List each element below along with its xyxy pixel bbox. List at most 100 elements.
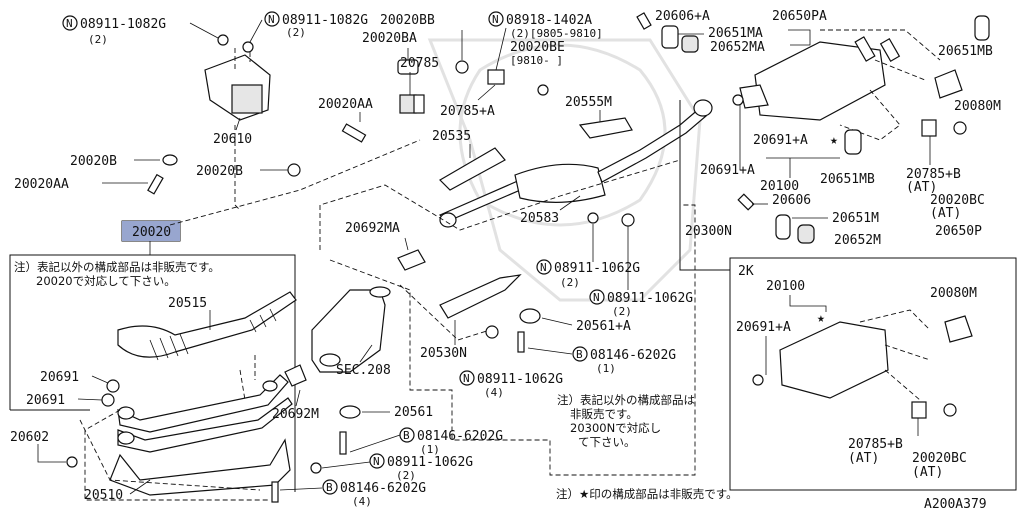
part-label-20515[interactable]: 20515 [168, 296, 207, 311]
part-label-20020bc-at: (AT) [930, 206, 961, 221]
callout-08918-1402a[interactable]: 08918-1402A [506, 13, 592, 28]
callout-08911-1062g-a[interactable]: 08911-1062G [554, 261, 640, 276]
part-label-20691a-mid[interactable]: 20691+A [700, 163, 755, 178]
nut-20020b-2-icon [287, 163, 301, 177]
inset-2k-part-20020bc-at: (AT) [912, 465, 943, 480]
part-label-20652m[interactable]: 20652M [834, 233, 881, 248]
part-label-20510[interactable]: 20510 [84, 488, 123, 503]
part-label-20020aa[interactable]: 20020AA [318, 97, 373, 112]
callout-08911-1082g-a[interactable]: 08911-1082G [80, 17, 166, 32]
gasket-20692m-icon [284, 364, 307, 387]
insulator-20652m-icon [797, 224, 815, 244]
part-label-20602[interactable]: 20602 [10, 430, 49, 445]
part-label-20651mb-mid[interactable]: 20651MB [820, 172, 875, 187]
part-label-20651ma[interactable]: 20651MA [708, 26, 763, 41]
callout-08911-1062g-c[interactable]: 08911-1062G [477, 372, 563, 387]
heat-shield-20535-graphic [439, 147, 506, 191]
bracket-20610-graphic [204, 54, 271, 121]
inset-2k-part-20100[interactable]: 20100 [766, 279, 805, 294]
catalyst-sec208-graphic [311, 286, 391, 373]
clamp-20561-icon [339, 405, 361, 419]
inset-2k-nut-icon [943, 403, 957, 417]
part-label-20020aa-2[interactable]: 20020AA [14, 177, 69, 192]
part-label-20691-1[interactable]: 20691 [40, 370, 79, 385]
callout-08146-6202g-c[interactable]: 08146-6202G [340, 481, 426, 496]
part-label-sec208[interactable]: SEC.208 [336, 363, 391, 378]
part-label-20785a[interactable]: 20785+A [440, 104, 495, 119]
part-label-20020b-2[interactable]: 20020B [196, 164, 243, 179]
washer-20020b-icon [162, 154, 178, 166]
part-label-20610[interactable]: 20610 [213, 132, 252, 147]
nut-20020bc-icon [953, 121, 967, 135]
part-label-20691-2[interactable]: 20691 [26, 393, 65, 408]
part-label-20020be-date: [9810- ] [510, 54, 563, 67]
hanger-20651mb-top-icon [974, 15, 990, 41]
part-label-20650p[interactable]: 20650P [935, 224, 982, 239]
part-label-20555m[interactable]: 20555M [565, 95, 612, 110]
part-label-20692ma[interactable]: 20692MA [345, 221, 400, 236]
watermark-logo [427, 38, 702, 302]
svg-text:N: N [540, 261, 547, 274]
box-note-line2: 20020で対応して下さい。 [36, 274, 176, 288]
svg-text:B: B [326, 481, 333, 494]
part-label-20100[interactable]: 20100 [760, 179, 799, 194]
bottom-note: 注）★印の構成部品は非販売です。 [556, 487, 738, 501]
nut-08911-1082g-b: N [264, 11, 280, 27]
nut-08911-1062g-d-icon [310, 462, 322, 474]
part-label-20020b-1[interactable]: 20020B [70, 154, 117, 169]
front-tube-20515-graphic [117, 291, 297, 361]
part-label-20651m[interactable]: 20651M [832, 211, 879, 226]
part-label-20651mb-top[interactable]: 20651MB [938, 44, 993, 59]
svg-text:N: N [373, 455, 380, 468]
part-label-20691a-top[interactable]: 20691+A [753, 133, 808, 148]
part-label-20692m[interactable]: 20692M [272, 407, 319, 422]
part-label-20020-selected[interactable]: 20020 [132, 225, 171, 240]
box-note-line1: 注）表記以外の構成部品は非販売です。 [14, 260, 220, 274]
inset-2k-part-20785b[interactable]: 20785+B [848, 437, 903, 452]
part-label-20530n[interactable]: 20530N [420, 346, 467, 361]
part-label-20606a[interactable]: 20606+A [655, 9, 710, 24]
hanger-20651mb-mid-icon [844, 129, 862, 155]
inset-2k-muffler-graphic [752, 315, 973, 399]
part-label-20650pa[interactable]: 20650PA [772, 9, 827, 24]
bolt-08146-6202g-a: B [572, 346, 588, 362]
callout-08146-6202g-a[interactable]: 08146-6202G [590, 348, 676, 363]
inset-2k-part-20020bc[interactable]: 20020BC [912, 451, 967, 466]
svg-text:N: N [492, 13, 499, 26]
callout-08146-6202g-b[interactable]: 08146-6202G [417, 429, 503, 444]
part-label-20583[interactable]: 20583 [520, 211, 559, 226]
part-label-20020be[interactable]: 20020BE [510, 40, 565, 55]
part-label-20561[interactable]: 20561 [394, 405, 433, 420]
part-label-20535[interactable]: 20535 [432, 129, 471, 144]
heat-shield-20555m-graphic [578, 117, 633, 139]
hanger-20785-icon [399, 94, 425, 114]
part-label-20652ma[interactable]: 20652MA [710, 40, 765, 55]
part-label-20080m-top[interactable]: 20080M [954, 99, 1001, 114]
mid-note-line2: 非販売です。 [570, 407, 638, 421]
inset-2k-part-20080m[interactable]: 20080M [930, 286, 977, 301]
callout-08911-1082g-a-qty: (2) [88, 33, 108, 46]
svg-text:N: N [593, 291, 600, 304]
inset-2k-part-20691a[interactable]: 20691+A [736, 320, 791, 335]
callout-08911-1062g-d[interactable]: 08911-1062G [387, 455, 473, 470]
insulator-20020ba-icon [397, 59, 419, 75]
part-label-20300n[interactable]: 20300N [685, 224, 732, 239]
part-label-20785b[interactable]: 20785+B [906, 167, 961, 182]
svg-text:N: N [268, 13, 275, 26]
callout-08911-1082g-b[interactable]: 08911-1082G [282, 13, 368, 28]
callout-08146-6202g-c-qty: (4) [352, 495, 372, 508]
part-label-20606[interactable]: 20606 [772, 193, 811, 208]
part-label-20020bc[interactable]: 20020BC [930, 193, 985, 208]
part-label-20561a[interactable]: 20561+A [576, 319, 631, 334]
callout-08911-1062g-a-qty: (2) [560, 276, 580, 289]
part-label-20785[interactable]: 20785 [400, 56, 439, 71]
svg-text:N: N [463, 372, 470, 385]
callout-08911-1062g-b[interactable]: 08911-1062G [607, 291, 693, 306]
part-label-20020bb[interactable]: 20020BB [380, 13, 435, 28]
callout-08146-6202g-a-qty: (1) [596, 362, 616, 375]
mid-note-line4: て下さい。 [578, 435, 636, 449]
part-label-20020ba[interactable]: 20020BA [362, 31, 417, 46]
inset-2k-star: ★ [817, 311, 825, 326]
tail-tip-20080m-icon [934, 69, 963, 99]
